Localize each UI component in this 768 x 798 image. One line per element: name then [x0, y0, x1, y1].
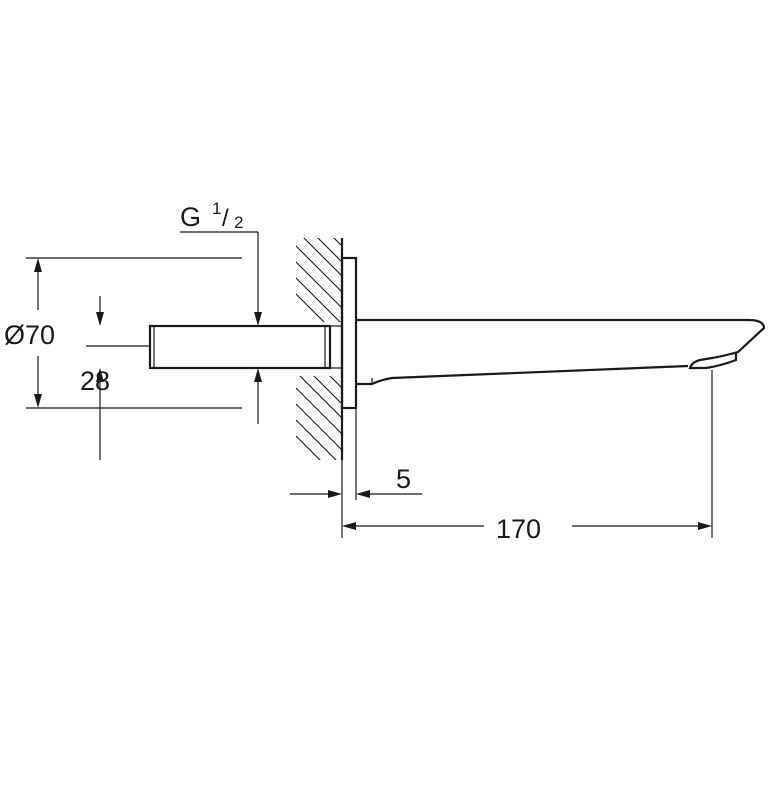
flange-plate — [340, 256, 358, 410]
thread-slash: / — [222, 205, 229, 232]
dim-pipe-height — [86, 296, 150, 460]
wall-hatching-top — [296, 238, 342, 322]
spout-body — [356, 318, 766, 386]
pipe-connector — [148, 324, 343, 370]
dim-thread-leader — [180, 231, 262, 424]
spout-projection-label: 170 — [496, 514, 541, 544]
dim-wall-offset — [290, 408, 422, 500]
dim-spout-projection — [341, 370, 713, 538]
dim-flange-diameter — [26, 257, 242, 409]
wall-offset-label: 5 — [396, 464, 411, 494]
wall-hatching-bottom — [296, 376, 342, 460]
flange-diameter-label: Ø70 — [4, 320, 55, 350]
thread-prefix: G — [180, 202, 201, 232]
thread-numerator: 1 — [212, 199, 221, 218]
thread-denominator: 2 — [234, 213, 243, 232]
pipe-height-label: 28 — [80, 366, 110, 396]
